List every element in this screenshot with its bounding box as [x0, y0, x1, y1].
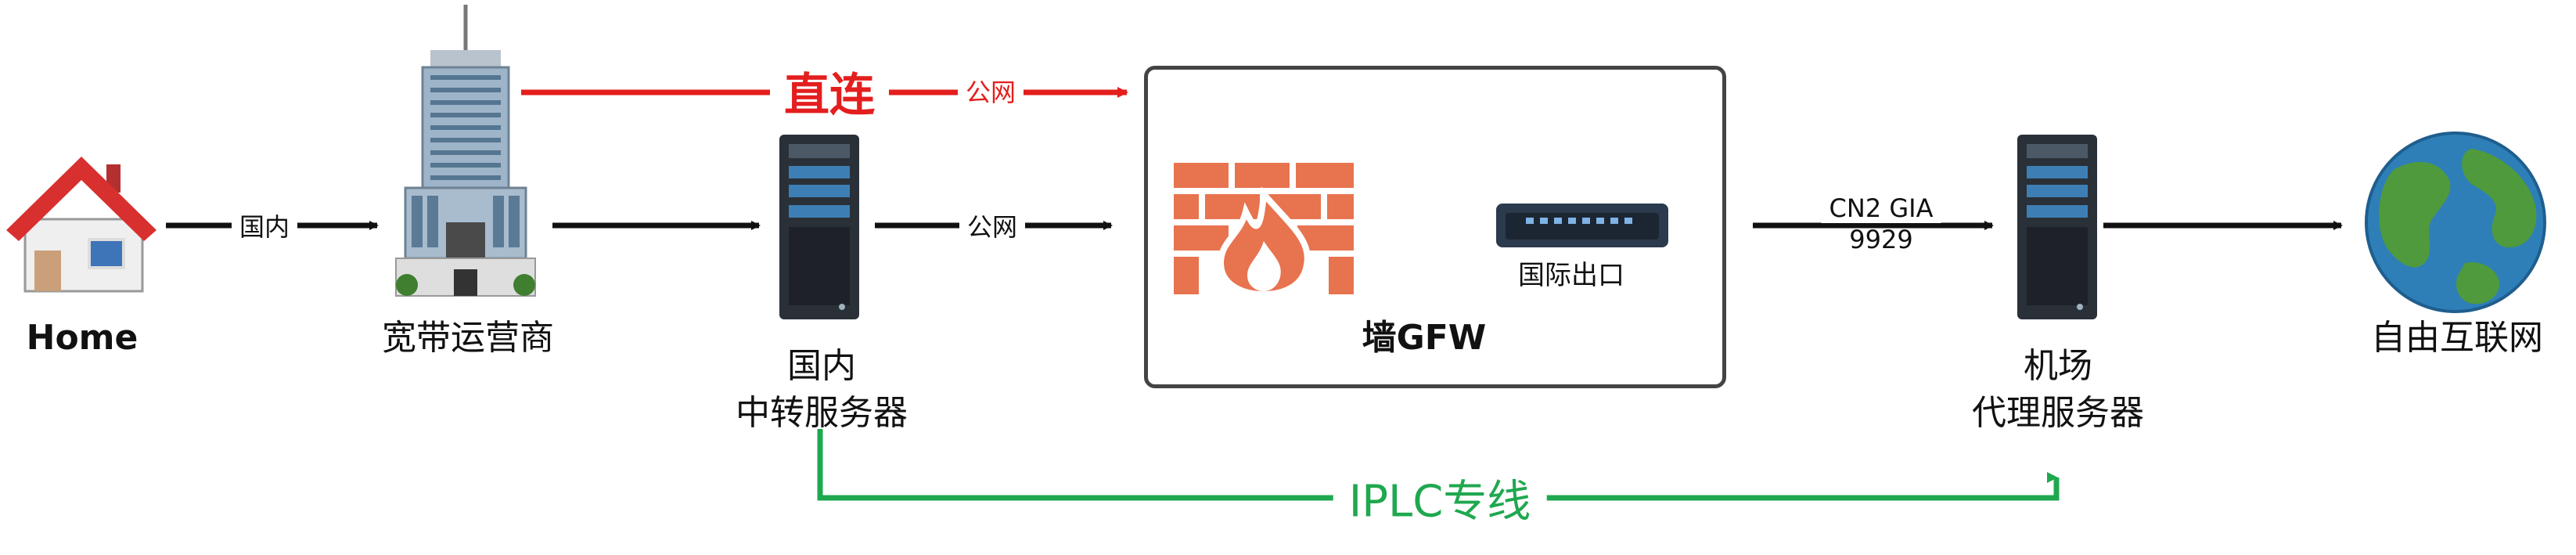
node-isp-label: 宽带运营商 [382, 318, 554, 358]
edge-direct-label: 直连 [769, 58, 890, 124]
edge-cn2-line2-label: 9929 [1849, 225, 1913, 254]
server-icon [779, 135, 859, 319]
node-proxy-label-line1: 机场 [2024, 346, 2092, 386]
office-building-icon [395, 5, 536, 297]
network-switch-icon [1496, 204, 1668, 247]
edge-relay-gfw-label: 公网 [959, 207, 1026, 243]
node-home-label: Home [26, 318, 139, 358]
server-icon [2017, 135, 2097, 319]
node-proxy-label-line2: 代理服务器 [1972, 393, 2144, 433]
node-relay-label-line2: 中转服务器 [736, 393, 908, 433]
edge-home-isp-label: 国内 [231, 207, 298, 243]
node-gfw-label: 墙GFW [1362, 318, 1487, 358]
edge-iplc-label: IPLC专线 [1333, 466, 1547, 530]
node-internet-label: 自由互联网 [2371, 318, 2543, 358]
firewall-icon [1174, 163, 1354, 294]
edge-direct-public-label: 公网 [957, 73, 1024, 109]
node-gfw-exit-label: 国际出口 [1518, 260, 1624, 291]
globe-icon [2365, 132, 2546, 313]
node-relay-label-line1: 国内 [787, 346, 856, 386]
edge-cn2-line1-label: CN2 GIA [1821, 193, 1941, 223]
house-icon [6, 157, 157, 293]
